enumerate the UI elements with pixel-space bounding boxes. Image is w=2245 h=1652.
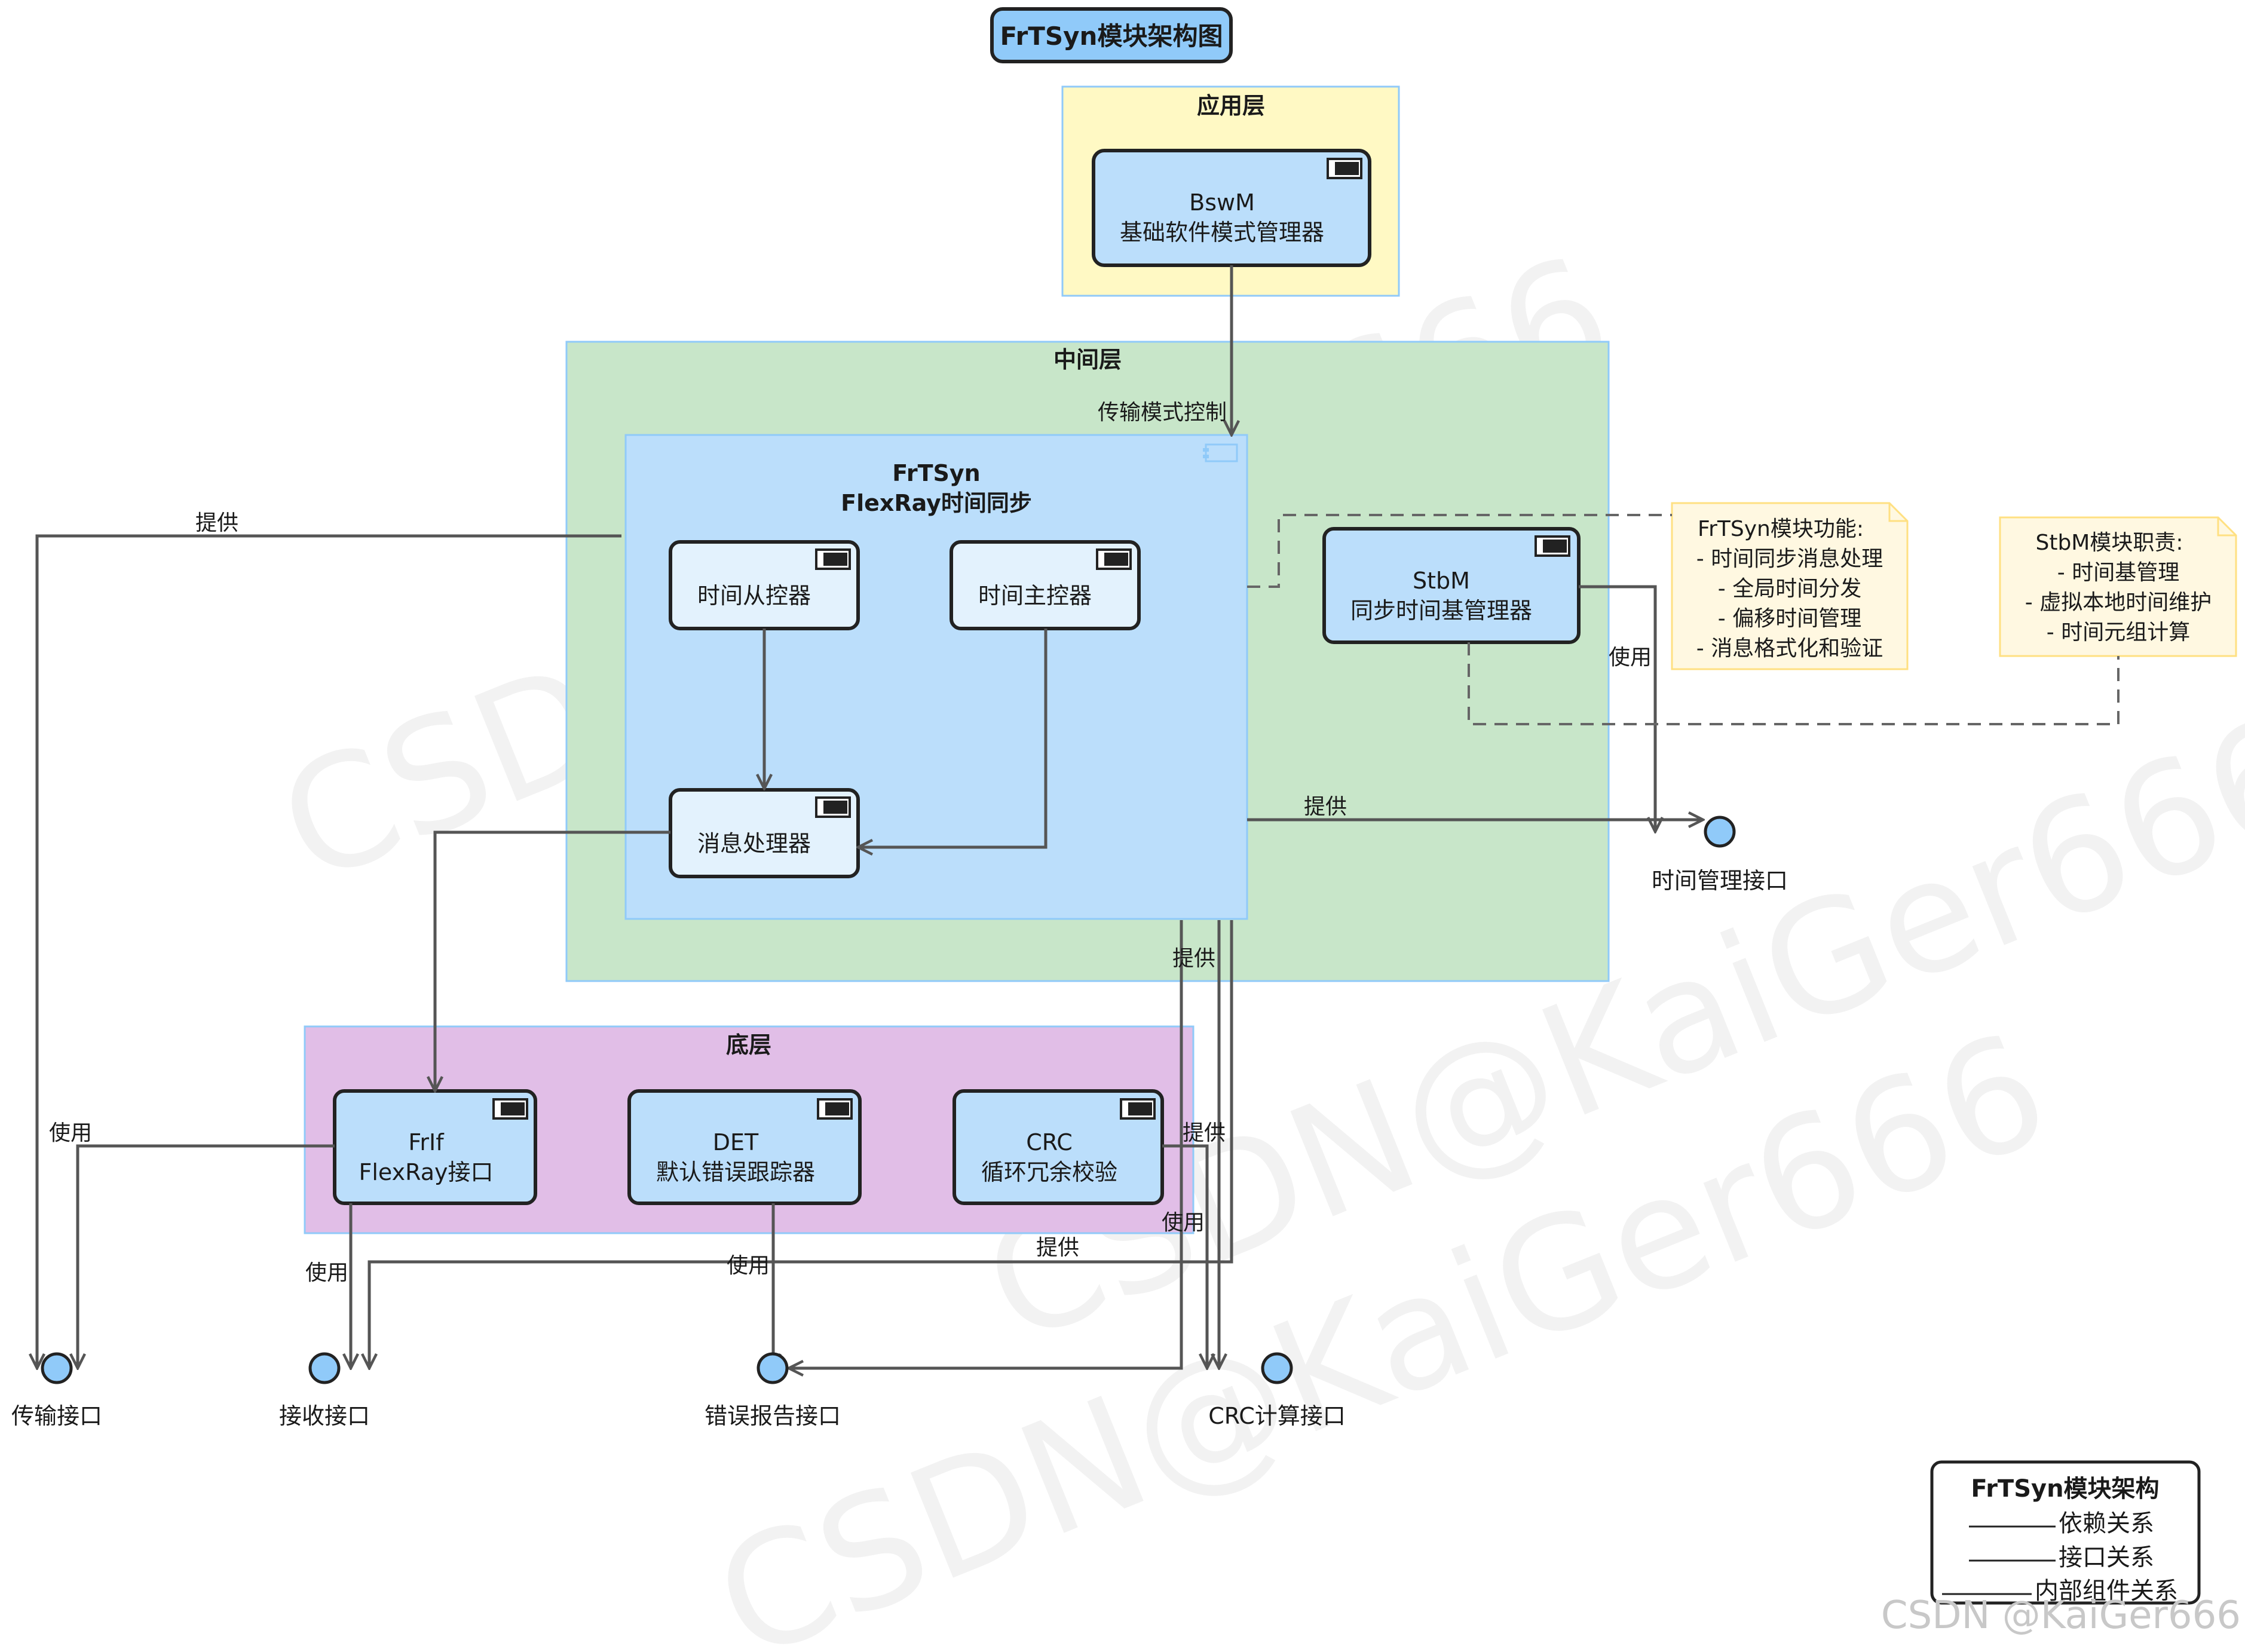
- edge-frif-tx: [78, 1144, 335, 1368]
- stbm-name: StbM: [1413, 568, 1470, 594]
- legend-title: FrTSyn模块架构: [1971, 1475, 2159, 1503]
- mode-control-label: 传输模式控制: [1098, 400, 1227, 425]
- edge-frtsyn-err: [789, 920, 1183, 1368]
- component-icon: [492, 1098, 528, 1120]
- time-slave-component[interactable]: 时间从控器: [669, 540, 860, 630]
- diagram-title: FrTSyn模块架构图: [990, 7, 1233, 63]
- stbm-note-connector: [1468, 642, 2120, 725]
- middle-layer-label: 中间层: [1053, 347, 1122, 373]
- error-report-interface[interactable]: 错误报告接口: [705, 1352, 841, 1429]
- bswm-component[interactable]: BswM 基础软件模式管理器: [1092, 149, 1371, 267]
- edge-master-msg: [858, 629, 1048, 847]
- edge-labels: 传输模式控制 提供 提供 使用 提供 使用 提供 使用 提供 使用 使用: [49, 400, 1652, 1285]
- edges: [37, 265, 1703, 1368]
- stbm-note: StbM模块职责: - 时间基管理 - 虚拟本地时间维护 - 时间元组计算: [1999, 516, 2237, 657]
- time-slave-label: 时间从控器: [697, 583, 811, 609]
- note-line: - 时间元组计算: [2047, 620, 2190, 645]
- component-icon: [815, 548, 851, 570]
- use-label: 使用: [1609, 645, 1652, 670]
- frtsyn-desc: FlexRay时间同步: [841, 490, 1032, 516]
- stbm-desc: 同步时间基管理器: [1350, 597, 1532, 624]
- frif-name: FrIf: [408, 1129, 445, 1156]
- crc-component[interactable]: CRC 循环冗余校验: [952, 1089, 1164, 1205]
- app-layer-label: 应用层: [1197, 93, 1265, 119]
- note-line: StbM模块职责:: [2035, 531, 2183, 555]
- edge-msg-frif: [435, 830, 670, 1091]
- edge-frtsyn-tx: [37, 534, 621, 1368]
- message-processor-component[interactable]: 消息处理器: [669, 788, 860, 878]
- crc-name: CRC: [1026, 1129, 1073, 1156]
- time-master-component[interactable]: 时间主控器: [950, 540, 1141, 630]
- crc-interface-label: CRC计算接口: [1208, 1403, 1346, 1429]
- legend-item-dependency: 依赖关系: [2059, 1510, 2154, 1537]
- component-icon: [1535, 535, 1570, 557]
- tx-interface[interactable]: 传输接口: [11, 1352, 102, 1429]
- error-report-interface-label: 错误报告接口: [705, 1403, 841, 1429]
- component-icon: [817, 1098, 853, 1120]
- provide-label: 提供: [1036, 1236, 1079, 1260]
- provide-label: 提供: [1183, 1121, 1226, 1145]
- legend-item-internal: 内部组件关系: [2035, 1577, 2178, 1605]
- provide-label: 提供: [195, 511, 238, 535]
- time-management-interface[interactable]: 时间管理接口: [1652, 816, 1788, 894]
- note-connectors: [1247, 514, 2120, 725]
- note-line: - 时间同步消息处理: [1696, 547, 1883, 571]
- time-management-interface-label: 时间管理接口: [1652, 868, 1788, 894]
- frtsyn-note-connector: [1247, 514, 1672, 588]
- edge-stbm-time: [1579, 585, 1655, 832]
- note-line: - 虚拟本地时间维护: [2025, 590, 2212, 615]
- provide-label: 提供: [1172, 946, 1215, 971]
- title-text: FrTSyn模块架构图: [1000, 22, 1223, 51]
- note-line: - 消息格式化和验证: [1696, 636, 1883, 661]
- crc-interface[interactable]: CRC计算接口: [1208, 1352, 1346, 1429]
- component-icon: [1203, 443, 1238, 462]
- use-label: 使用: [305, 1261, 348, 1285]
- note-line: FrTSyn模块功能:: [1698, 517, 1864, 541]
- edge-frtsyn-rx: [369, 920, 1233, 1368]
- bswm-desc: 基础软件模式管理器: [1120, 219, 1324, 246]
- component-icon: [1327, 158, 1362, 179]
- bottom-layer-label: 底层: [726, 1032, 771, 1058]
- component-icon: [1120, 1098, 1156, 1120]
- provide-label: 提供: [1304, 795, 1347, 819]
- frtsyn-note: FrTSyn模块功能: - 时间同步消息处理 - 全局时间分发 - 偏移时间管理…: [1671, 502, 1909, 670]
- frif-component[interactable]: FrIf FlexRay接口: [333, 1089, 537, 1205]
- bswm-name: BswM: [1189, 189, 1255, 216]
- det-desc: 默认错误跟踪器: [656, 1159, 815, 1185]
- edge-crc-provide: [1162, 1144, 1207, 1368]
- use-label: 使用: [49, 1121, 92, 1145]
- legend: FrTSyn模块架构 依赖关系 接口关系 内部组件关系: [1930, 1460, 2201, 1605]
- rx-interface[interactable]: 接收接口: [279, 1352, 370, 1429]
- det-component[interactable]: DET 默认错误跟踪器: [627, 1089, 862, 1205]
- crc-desc: 循环冗余校验: [981, 1159, 1117, 1185]
- time-master-label: 时间主控器: [978, 583, 1092, 609]
- component-icon: [1096, 548, 1132, 570]
- legend-item-interface: 接口关系: [2059, 1544, 2154, 1571]
- frtsyn-name: FrTSyn: [892, 460, 980, 486]
- note-line: - 时间基管理: [2057, 560, 2179, 585]
- note-line: - 偏移时间管理: [1718, 606, 1861, 631]
- note-line: - 全局时间分发: [1718, 577, 1861, 601]
- rx-interface-label: 接收接口: [279, 1403, 370, 1429]
- tx-interface-label: 传输接口: [11, 1403, 102, 1429]
- stbm-component[interactable]: StbM 同步时间基管理器: [1322, 527, 1581, 644]
- frif-desc: FlexRay接口: [359, 1159, 494, 1185]
- use-label: 使用: [1162, 1210, 1205, 1235]
- component-icon: [815, 796, 851, 818]
- det-name: DET: [713, 1129, 759, 1156]
- watermark-text: CSDN @KaiGer666: [1881, 1593, 2241, 1638]
- message-processor-label: 消息处理器: [697, 830, 811, 857]
- use-label: 使用: [727, 1253, 770, 1278]
